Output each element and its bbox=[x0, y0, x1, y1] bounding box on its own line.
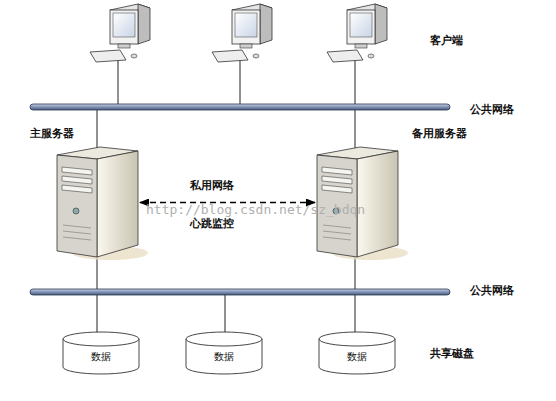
keyboard bbox=[90, 50, 126, 62]
network-bus bbox=[30, 289, 450, 295]
monitor-side bbox=[260, 4, 272, 44]
monitor-front bbox=[232, 10, 260, 44]
drive-bay bbox=[322, 176, 352, 184]
monitor-screen bbox=[113, 13, 135, 37]
client-wire bbox=[118, 58, 119, 106]
network-label: 公共网络 bbox=[470, 284, 514, 297]
watermark: http://blog.csdn.net/sz_bdqn bbox=[146, 202, 365, 217]
server-tower bbox=[55, 145, 140, 260]
link-note: 心跳监控 bbox=[190, 217, 234, 230]
vent-line bbox=[323, 237, 351, 240]
client-computer bbox=[327, 4, 387, 62]
vent-line bbox=[323, 225, 351, 228]
drive-bay bbox=[62, 167, 92, 175]
disk-node: 数据 bbox=[318, 331, 396, 375]
client-wire bbox=[240, 58, 241, 106]
monitor-stand bbox=[240, 44, 252, 48]
client-wire bbox=[355, 58, 356, 106]
tier-label: 客户端 bbox=[430, 34, 463, 47]
mouse bbox=[131, 54, 137, 58]
power-button bbox=[73, 208, 79, 214]
tier-label: 共享磁盘 bbox=[430, 347, 474, 360]
network-bus bbox=[30, 104, 450, 110]
monitor-side bbox=[375, 4, 387, 44]
link-label: 私用网络 bbox=[190, 179, 234, 192]
tower-front bbox=[57, 155, 97, 257]
mouse bbox=[368, 54, 374, 58]
drive-bay bbox=[62, 185, 92, 193]
server-node: 主服务器 bbox=[55, 145, 140, 260]
disk-top bbox=[186, 332, 262, 346]
vent-line bbox=[323, 231, 351, 234]
monitor-stand bbox=[355, 44, 367, 48]
monitor-side bbox=[138, 4, 150, 44]
client-computer bbox=[212, 4, 272, 62]
vent-line bbox=[63, 225, 91, 228]
monitor-stand bbox=[118, 44, 130, 48]
disk-wire bbox=[225, 294, 226, 333]
vent-line bbox=[63, 237, 91, 240]
keyboard bbox=[212, 50, 248, 62]
server-heading: 主服务器 bbox=[30, 127, 74, 140]
disk-node: 数据 bbox=[62, 331, 140, 375]
drive-bay bbox=[322, 185, 352, 193]
disk-label: 数据 bbox=[318, 351, 396, 363]
monitor-screen bbox=[350, 13, 372, 37]
client-computers bbox=[90, 4, 387, 62]
monitor-front bbox=[110, 10, 138, 44]
client-computer bbox=[90, 4, 150, 62]
disk-top bbox=[63, 332, 139, 346]
disk-top bbox=[319, 332, 395, 346]
drive-bay bbox=[322, 167, 352, 175]
tower-side bbox=[97, 151, 138, 257]
drive-bay bbox=[62, 176, 92, 184]
mouse bbox=[253, 54, 259, 58]
vent-line bbox=[63, 231, 91, 234]
keyboard bbox=[327, 50, 363, 62]
disk-label: 数据 bbox=[185, 351, 263, 363]
server-heading: 备用服务器 bbox=[412, 127, 467, 140]
monitor-front bbox=[347, 10, 375, 44]
disk-label: 数据 bbox=[62, 351, 140, 363]
monitor-screen bbox=[235, 13, 257, 37]
network-label: 公共网络 bbox=[470, 103, 514, 116]
disk-node: 数据 bbox=[185, 331, 263, 375]
